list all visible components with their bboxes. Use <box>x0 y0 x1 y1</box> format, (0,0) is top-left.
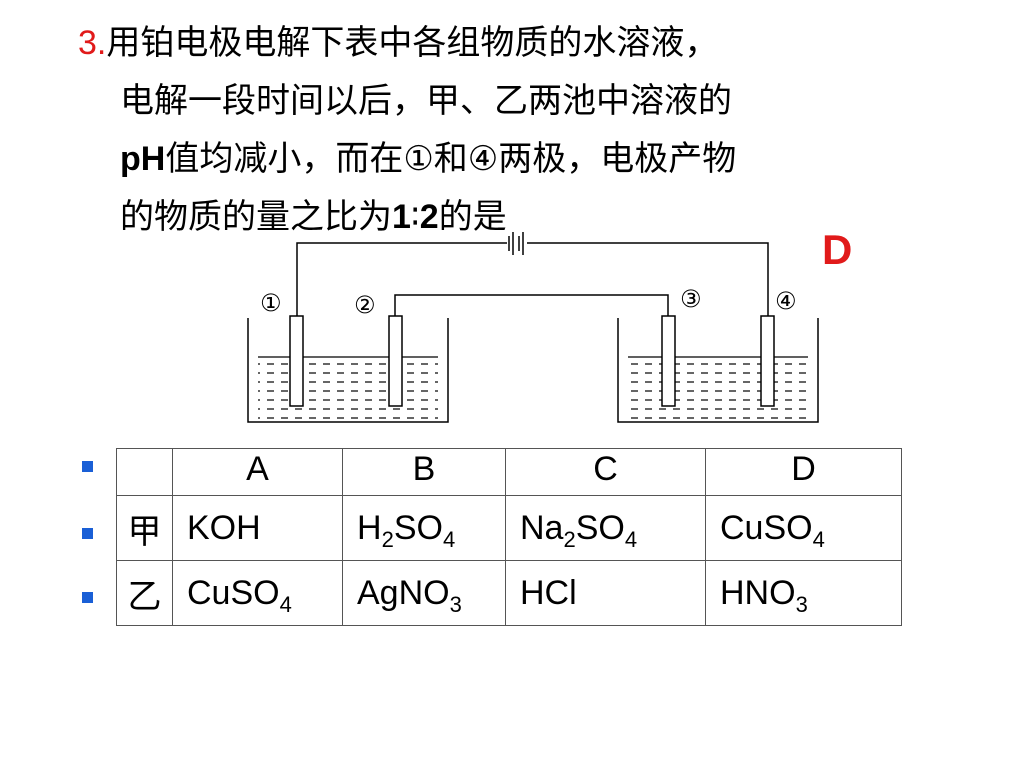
question-line-2: 电解一段时间以后，甲、乙两池中溶液的 <box>120 81 732 121</box>
cell-right <box>617 318 819 423</box>
formula-subscript: 4 <box>279 591 292 617</box>
question-number: 3. <box>78 24 107 62</box>
cell-left <box>247 318 449 423</box>
formula-text: H <box>357 508 382 547</box>
formula-text: CuSO <box>720 508 813 547</box>
electrode-2 <box>388 315 403 407</box>
column-header-c: C <box>505 448 706 496</box>
table-corner-cell <box>116 448 173 496</box>
question-line-3: pH值均减小，而在①和④两极，电极产物 <box>120 139 737 179</box>
table-row-yi: 乙 CuSO4 AgNO3 HCl HNO3 <box>116 560 902 626</box>
formula-subscript: 2 <box>563 526 576 552</box>
table-cell: Na2SO4 <box>505 495 706 561</box>
bullet-1 <box>82 461 93 472</box>
table-row-jia: 甲 KOH H2SO4 Na2SO4 CuSO4 <box>116 495 902 561</box>
formula-text: Na <box>520 508 564 547</box>
formula-subscript: 4 <box>812 526 825 552</box>
table-cell: AgNO3 <box>342 560 506 626</box>
formula-subscript: 2 <box>381 526 394 552</box>
column-header-d: D <box>705 448 902 496</box>
bullet-3 <box>82 592 93 603</box>
formula-subscript: 3 <box>795 591 808 617</box>
formula-text: KOH <box>187 508 261 547</box>
electrode-label-3: ③ <box>680 285 702 313</box>
table-cell: CuSO4 <box>705 495 902 561</box>
table-cell: KOH <box>172 495 343 561</box>
answer-label: D <box>822 226 853 273</box>
row-label-jia: 甲 <box>116 495 173 561</box>
electrode-3 <box>661 315 676 407</box>
table-cell: H2SO4 <box>342 495 506 561</box>
formula-text: HCl <box>520 573 577 612</box>
battery-icon <box>508 232 524 255</box>
question-line-4: 的物质的量之比为1∶2的是 <box>120 197 507 237</box>
question-text: 3.用铂电极电解下表中各组物质的水溶液， 电解一段时间以后，甲、乙两池中溶液的 … <box>78 14 978 246</box>
electrode-label-2: ② <box>354 291 376 319</box>
question-line-1: 3.用铂电极电解下表中各组物质的水溶液， <box>78 23 719 63</box>
formula-subscript: 4 <box>442 526 456 552</box>
row-label-yi: 乙 <box>116 560 173 626</box>
column-header-b: B <box>342 448 506 496</box>
formula-text: AgNO <box>357 573 450 612</box>
battery-circuit-wire <box>296 242 769 318</box>
bullet-2 <box>82 528 93 539</box>
options-table: A B C D 甲 KOH H2SO4 Na2SO4 CuSO4 乙 CuSO4… <box>116 448 902 626</box>
formula-text: SO <box>575 508 625 547</box>
formula-text: SO <box>393 508 443 547</box>
table-header-row: A B C D <box>116 448 902 496</box>
table-cell: HNO3 <box>705 560 902 626</box>
electrode-4 <box>760 315 775 407</box>
formula-text: HNO <box>720 573 796 612</box>
column-header-a: A <box>172 448 343 496</box>
electrode-label-1: ① <box>260 289 282 317</box>
formula-subscript: 4 <box>624 526 638 552</box>
table-cell: HCl <box>505 560 706 626</box>
electrode-1 <box>289 315 304 407</box>
formula-subscript: 3 <box>449 591 462 617</box>
table-cell: CuSO4 <box>172 560 343 626</box>
electrode-label-4: ④ <box>775 287 797 315</box>
formula-text: CuSO <box>187 573 280 612</box>
